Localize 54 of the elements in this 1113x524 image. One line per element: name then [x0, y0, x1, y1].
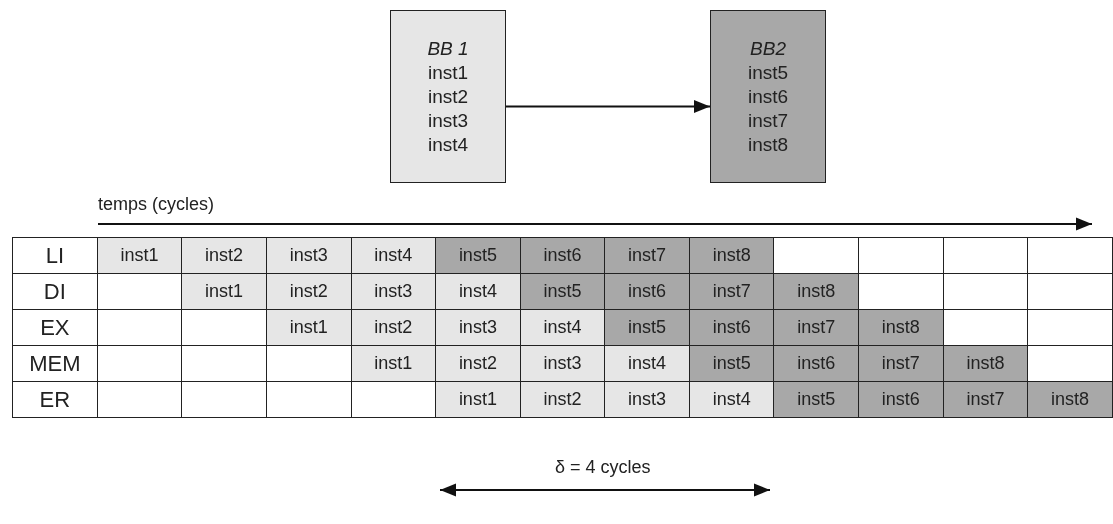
instruction-cell: inst7	[858, 345, 944, 382]
instruction-cell: inst5	[773, 381, 859, 418]
instruction-list: inst5 inst6 inst7 inst8	[738, 60, 798, 157]
instruction-cell: inst3	[435, 309, 521, 346]
instruction-cell: inst3	[351, 273, 436, 310]
instruction-cell: inst6	[773, 345, 859, 382]
instruction-cell: inst8	[858, 309, 944, 346]
instruction-cell: inst4	[689, 381, 774, 418]
instruction-cell: inst2	[520, 381, 605, 418]
instruction-list: inst1 inst2 inst3 inst4	[418, 60, 478, 157]
instruction-cell: inst2	[435, 345, 521, 382]
instruction-cell: inst5	[689, 345, 774, 382]
instruction-cell: inst6	[520, 237, 605, 274]
instruction-cell: inst8	[943, 345, 1028, 382]
block-title: BB2	[750, 36, 786, 61]
stage-label: EX	[12, 309, 98, 346]
instruction-cell: inst6	[604, 273, 690, 310]
instruction-cell: inst2	[351, 309, 436, 346]
instruction-cell: inst5	[604, 309, 690, 346]
instruction-cell: inst4	[604, 345, 690, 382]
instruction-cell: inst7	[689, 273, 774, 310]
instruction-cell: inst1	[435, 381, 521, 418]
instruction-cell: inst1	[351, 345, 436, 382]
instruction-cell: inst1	[181, 273, 267, 310]
stage-label: DI	[12, 273, 98, 310]
instruction-cell: inst7	[604, 237, 690, 274]
instruction-cell: inst3	[520, 345, 605, 382]
block-title: BB 1	[427, 36, 469, 61]
instruction-cell: inst4	[435, 273, 521, 310]
dimension-label: δ = 4 cycles	[555, 457, 651, 478]
instruction-cell: inst2	[181, 237, 267, 274]
instruction-cell: inst6	[858, 381, 944, 418]
stage-label: ER	[12, 381, 98, 418]
stage-label: LI	[12, 237, 98, 274]
instruction-cell: inst6	[689, 309, 774, 346]
basic-block-box	[710, 10, 826, 183]
instruction-cell: inst1	[266, 309, 351, 346]
instruction-cell: inst8	[1027, 381, 1113, 418]
instruction-cell: inst2	[266, 273, 351, 310]
instruction-cell: inst3	[266, 237, 351, 274]
instruction-cell: inst8	[689, 237, 774, 274]
instruction-cell: inst1	[97, 237, 182, 274]
stage-label: MEM	[12, 345, 98, 382]
instruction-cell: inst5	[520, 273, 605, 310]
arrow	[505, 100, 711, 113]
instruction-cell: inst4	[520, 309, 605, 346]
axis-label: temps (cycles)	[98, 194, 214, 215]
instruction-cell: inst8	[773, 273, 859, 310]
instruction-cell: inst7	[773, 309, 859, 346]
basic-block-box	[390, 10, 506, 183]
instruction-cell: inst7	[943, 381, 1028, 418]
instruction-cell: inst5	[435, 237, 521, 274]
instruction-cell: inst3	[604, 381, 690, 418]
instruction-cell: inst4	[351, 237, 436, 274]
